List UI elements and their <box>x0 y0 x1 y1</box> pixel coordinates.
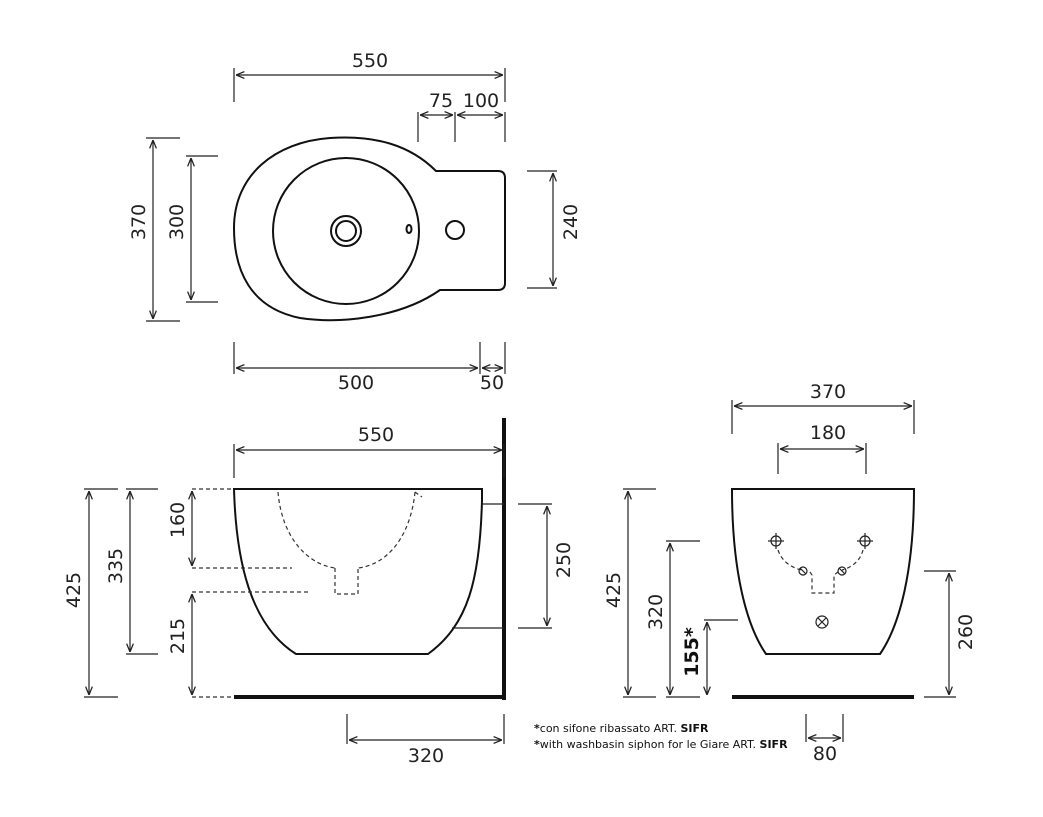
dim-front-370: 370 <box>810 381 846 403</box>
note-italian-text: con sifone ribassato ART. <box>539 722 681 735</box>
dim-300: 300 <box>166 204 188 240</box>
note-english-art: SIFR <box>759 738 788 751</box>
dim-side-550: 550 <box>358 424 394 446</box>
tap-hole <box>445 220 465 240</box>
overflow-hole <box>405 224 413 234</box>
dim-240: 240 <box>560 204 582 240</box>
dim-260: 260 <box>955 614 977 650</box>
dim-500: 500 <box>338 372 374 394</box>
dim-100: 100 <box>463 90 499 112</box>
dim-side-320: 320 <box>408 745 444 767</box>
basin-outline-front <box>730 488 916 655</box>
side-view: 550 425 335 160 215 250 320 <box>63 418 575 767</box>
dim-front-320: 320 <box>645 594 667 630</box>
front-view: 370 180 425 320 155* 260 80 <box>603 381 977 765</box>
note-english-asterisk: * <box>534 738 540 751</box>
valve-right <box>837 566 847 576</box>
dim-side-425: 425 <box>63 572 85 608</box>
dim-180: 180 <box>810 422 846 444</box>
drain-inner <box>335 220 357 242</box>
dim-155: 155* <box>681 627 703 677</box>
dim-top-550: 550 <box>352 50 388 72</box>
note-italian-art: SIFR <box>680 722 709 735</box>
dim-80: 80 <box>813 743 837 765</box>
dim-50: 50 <box>480 372 504 394</box>
note-english: *with washbasin siphon for le Giare ART.… <box>534 738 788 751</box>
note-italian: *con sifone ribassato ART. SIFR <box>534 722 708 735</box>
dim-215: 215 <box>167 618 189 654</box>
bowl-circle <box>272 157 420 305</box>
dim-370-left: 370 <box>128 204 150 240</box>
dim-335: 335 <box>105 548 127 584</box>
note-english-text: with washbasin siphon for le Giare ART. <box>539 738 760 751</box>
tap-symbol-left <box>768 533 784 549</box>
dim-75: 75 <box>429 90 453 112</box>
drain-symbol <box>815 615 829 629</box>
dim-250: 250 <box>553 542 575 578</box>
basin-outline-side <box>232 488 483 655</box>
dim-160: 160 <box>167 502 189 538</box>
drain-outer <box>330 215 362 247</box>
valve-left <box>798 566 808 576</box>
note-italian-asterisk: * <box>534 722 540 735</box>
dim-front-425: 425 <box>603 572 625 608</box>
tap-symbol-right <box>857 533 873 549</box>
basin-outline-top <box>232 136 506 322</box>
top-view: 550 75 100 370 300 240 500 50 <box>128 50 582 394</box>
